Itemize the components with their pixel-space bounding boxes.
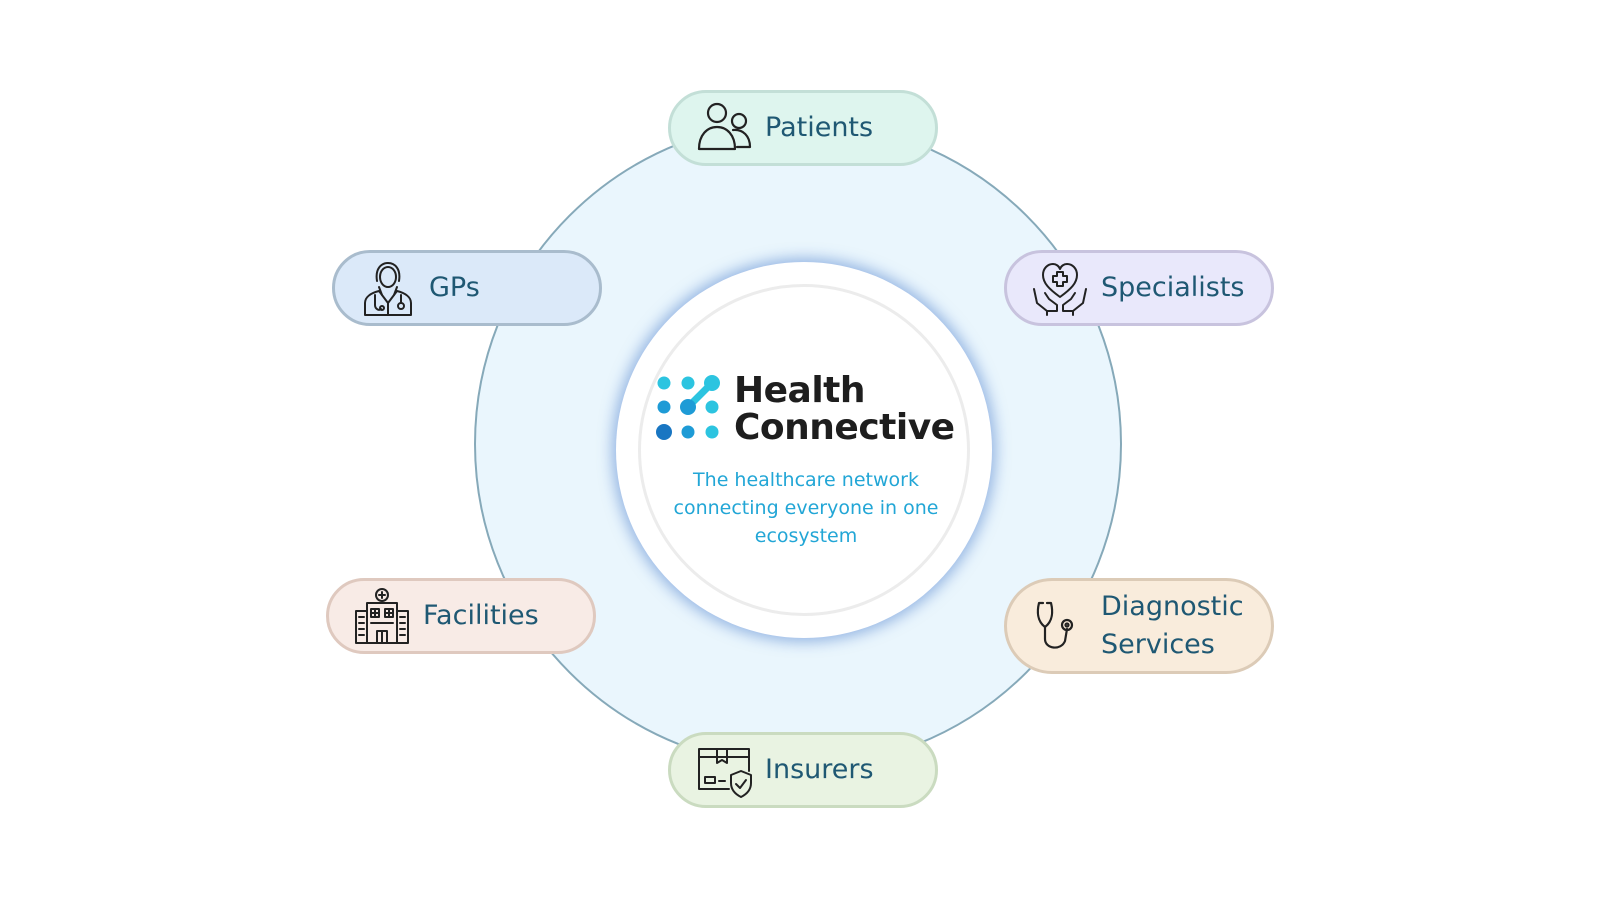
hub-inner-ring — [638, 284, 970, 616]
node-diagnostic-services-label: Diagnostic Services — [1101, 591, 1244, 660]
hospital-building-icon — [355, 588, 409, 644]
node-facilities-label: Facilities — [423, 600, 539, 631]
central-hub: Health Connective The healthcare network… — [616, 262, 992, 638]
node-gps: GPs — [332, 250, 602, 326]
brand-name-line2: Connective — [734, 407, 955, 448]
people-icon — [697, 102, 752, 151]
brand-name: Health Connective — [734, 372, 955, 446]
node-gps-label: GPs — [429, 272, 480, 303]
insurance-card-shield-icon — [698, 748, 752, 798]
node-insurers: Insurers — [668, 732, 938, 808]
logo-mark-icon — [656, 375, 720, 440]
heart-hands-icon — [1033, 263, 1087, 316]
brand-tagline: The healthcare network connecting everyo… — [673, 469, 939, 547]
node-diagnostic-services: Diagnostic Services — [1004, 578, 1274, 674]
node-insurers-label: Insurers — [765, 754, 874, 785]
node-specialists: Specialists — [1004, 250, 1274, 326]
health-connective-logo: Health Connective — [654, 372, 955, 446]
stethoscope-icon — [1036, 601, 1074, 649]
node-facilities: Facilities — [326, 578, 596, 654]
node-patients-label: Patients — [765, 112, 874, 143]
node-patients: Patients — [668, 90, 938, 166]
node-specialists-label: Specialists — [1101, 272, 1245, 303]
brand-name-line1: Health — [734, 370, 866, 411]
doctor-icon — [364, 262, 412, 316]
